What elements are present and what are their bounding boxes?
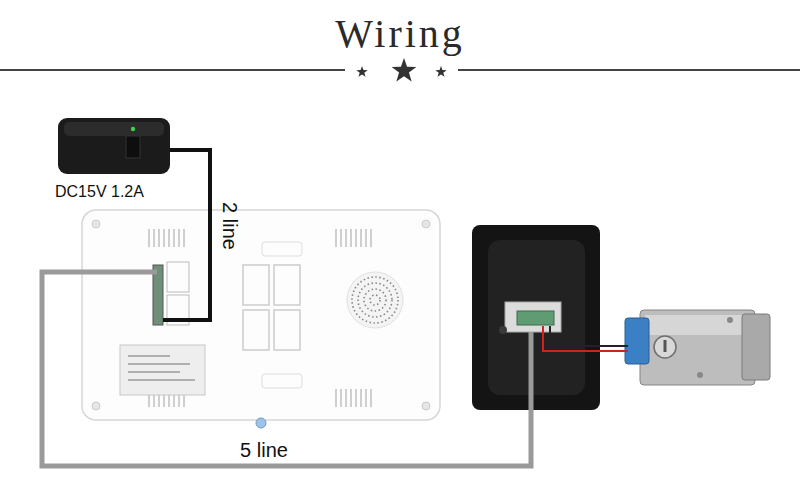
screw-hole <box>422 402 430 410</box>
screw-hole <box>92 220 100 228</box>
monitor-body <box>82 210 440 420</box>
header-rule <box>458 69 800 71</box>
camera-connector <box>505 302 561 332</box>
power-led <box>131 127 135 131</box>
sticker-lines <box>128 356 195 380</box>
screw-hole <box>422 220 430 228</box>
camera-back <box>488 240 585 395</box>
screw-hole <box>92 402 100 410</box>
screw-hole <box>499 326 507 334</box>
mount-slot <box>262 374 302 388</box>
speaker-holes <box>358 283 392 317</box>
mount-bracket <box>274 265 300 305</box>
speaker-holes <box>352 277 398 323</box>
star <box>392 58 417 82</box>
mount-slot <box>262 242 302 256</box>
title: Wiring <box>0 10 800 58</box>
vent <box>148 229 186 247</box>
header-rule <box>0 69 345 71</box>
lock-highlight <box>645 315 750 335</box>
signal-wire <box>42 272 531 466</box>
lock-body <box>640 310 755 385</box>
adapter-plate <box>126 136 140 158</box>
mount-bracket <box>243 310 269 350</box>
wire-label: 2 line <box>218 202 241 250</box>
screw-hole <box>256 418 266 428</box>
rating-label: DC15V 1.2A <box>55 183 144 201</box>
terminal-block <box>517 311 554 325</box>
keyhole <box>664 340 667 352</box>
screw <box>697 372 703 378</box>
connector-outline <box>167 262 189 292</box>
speaker-holes <box>364 289 386 311</box>
lock-wire <box>543 326 628 351</box>
lock-coil <box>625 318 649 364</box>
lock-latch <box>742 314 770 380</box>
mount-bracket <box>274 310 300 350</box>
screw <box>727 317 733 323</box>
star <box>356 66 367 77</box>
lock-wire <box>550 326 628 346</box>
adapter-top <box>64 122 164 136</box>
lock-cylinder <box>654 336 676 358</box>
vent <box>335 389 373 407</box>
speaker-holes <box>370 295 380 305</box>
vent <box>335 229 373 247</box>
wire-label: 5 line <box>240 439 288 462</box>
rating-sticker <box>120 345 205 395</box>
adapter-body <box>58 118 170 174</box>
camera-body <box>472 225 600 410</box>
mount-bracket <box>243 265 269 305</box>
power-wire <box>163 150 210 320</box>
star <box>435 66 446 77</box>
speaker-grille <box>347 272 403 328</box>
power-adapter: DC15V 1.2A <box>50 112 175 202</box>
